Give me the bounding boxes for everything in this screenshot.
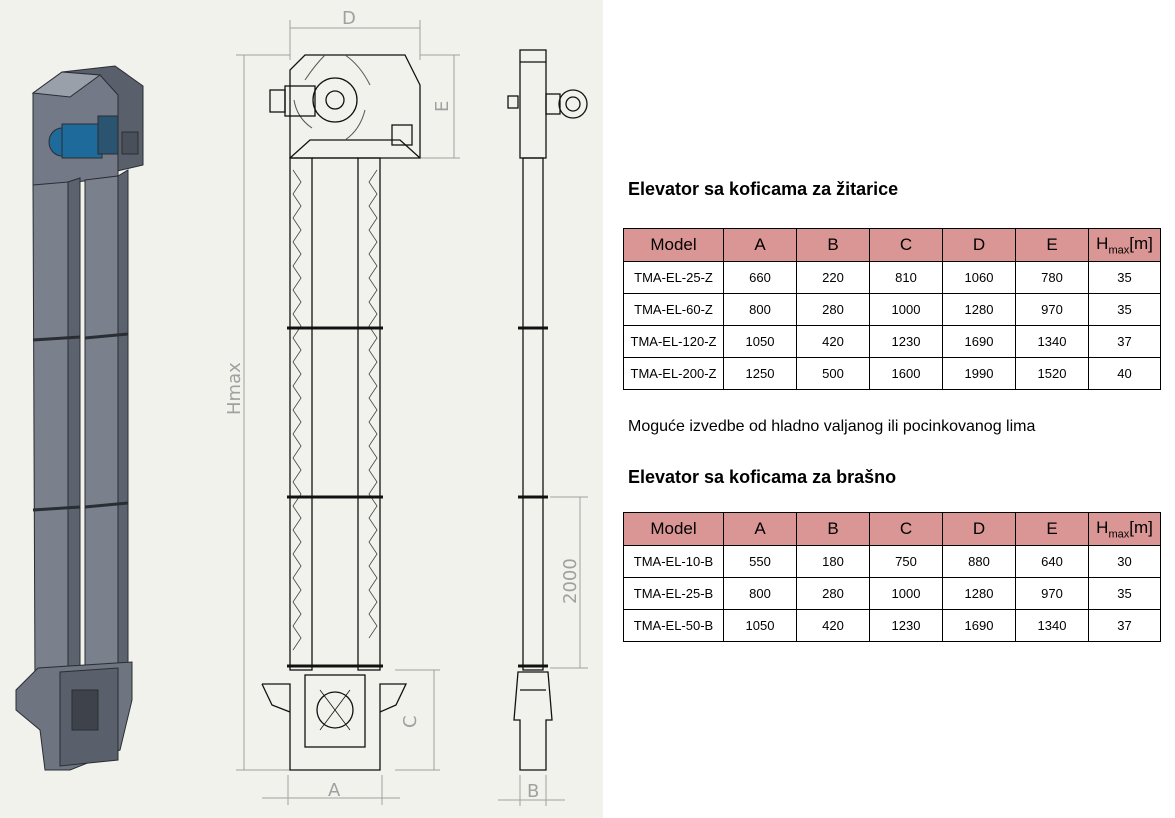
col-header-d: D [942,512,1016,546]
table-row: TMA-EL-50-B 1050 420 1230 1690 1340 37 [623,609,1161,642]
col-header-c: C [869,512,943,546]
col-header-c: C [869,228,943,262]
cell-a: 800 [723,293,797,326]
dim-label-2000: 2000 [560,558,581,604]
cell-c: 1000 [869,293,943,326]
dim-label-c: C [400,715,421,728]
cell-a: 1050 [723,325,797,358]
flour-elevator-title: Elevator sa koficama za brašno [628,467,897,487]
cell-b: 280 [796,293,870,326]
dim-label-b: B [527,781,539,802]
table-row: TMA-EL-120-Z 1050 420 1230 1690 1340 37 [623,325,1161,358]
dim-label-e: E [432,101,453,112]
cell-e: 1340 [1015,325,1089,358]
cell-c: 1230 [869,325,943,358]
cell-d: 1060 [942,261,1016,294]
cell-hmax: 35 [1088,293,1161,326]
cell-hmax: 30 [1088,545,1161,578]
cell-b: 180 [796,545,870,578]
cell-e: 780 [1015,261,1089,294]
cell-a: 660 [723,261,797,294]
cell-hmax: 37 [1088,325,1161,358]
cell-c: 810 [869,261,943,294]
cell-a: 1250 [723,357,797,390]
cell-c: 1230 [869,609,943,642]
cell-model: TMA-EL-50-B [623,609,724,642]
cell-a: 1050 [723,609,797,642]
material-note: Moguće izvedbe od hladno valjanog ili po… [628,418,1036,435]
cell-model: TMA-EL-60-Z [623,293,724,326]
table-header-row: Model A B C D E Hmax[m] [623,228,1161,262]
isometric-elevator-view [15,65,144,771]
cell-e: 1520 [1015,357,1089,390]
cell-a: 550 [723,545,797,578]
cell-model: TMA-EL-25-B [623,577,724,610]
flour-elevator-spec-table: Model A B C D E Hmax[m] TMA-EL-10-B 550 … [623,512,1161,642]
col-header-model: Model [623,512,724,546]
grain-table-body: TMA-EL-25-Z 660 220 810 1060 780 35 TMA-… [623,261,1161,390]
cell-c: 750 [869,545,943,578]
cell-d: 1690 [942,609,1016,642]
table-row: TMA-EL-10-B 550 180 750 880 640 30 [623,545,1161,578]
cell-d: 880 [942,545,1016,578]
cell-hmax: 35 [1088,577,1161,610]
col-header-d: D [942,228,1016,262]
col-header-e: E [1015,228,1089,262]
cell-a: 800 [723,577,797,610]
cell-b: 420 [796,325,870,358]
table-header-row: Model A B C D E Hmax[m] [623,512,1161,546]
grain-elevator-spec-table: Model A B C D E Hmax[m] TMA-EL-25-Z 660 … [623,228,1161,390]
col-header-b: B [796,228,870,262]
front-elevation-view [236,20,460,805]
cell-d: 1280 [942,577,1016,610]
dim-label-d: D [342,8,356,29]
cell-model: TMA-EL-200-Z [623,357,724,390]
bucket-elevator-drawing: D E Hmax C A 2000 B [15,8,588,806]
col-header-e: E [1015,512,1089,546]
cell-hmax: 37 [1088,609,1161,642]
cell-hmax: 35 [1088,261,1161,294]
cell-d: 1690 [942,325,1016,358]
dim-label-a: A [328,780,341,801]
flour-table-body: TMA-EL-10-B 550 180 750 880 640 30 TMA-E… [623,545,1161,642]
col-header-a: A [723,228,797,262]
col-header-hmax: Hmax[m] [1088,512,1161,546]
col-header-b: B [796,512,870,546]
cell-e: 970 [1015,293,1089,326]
cell-b: 220 [796,261,870,294]
cell-model: TMA-EL-10-B [623,545,724,578]
grain-elevator-title: Elevator sa koficama za žitarice [628,179,899,199]
col-header-a: A [723,512,797,546]
cell-hmax: 40 [1088,357,1161,390]
cell-e: 640 [1015,545,1089,578]
cell-e: 970 [1015,577,1089,610]
cell-b: 420 [796,609,870,642]
table-row: TMA-EL-200-Z 1250 500 1600 1990 1520 40 [623,357,1161,390]
cell-b: 280 [796,577,870,610]
cell-d: 1280 [942,293,1016,326]
cell-e: 1340 [1015,609,1089,642]
side-elevation-view [498,49,588,806]
cell-c: 1000 [869,577,943,610]
col-header-model: Model [623,228,724,262]
table-row: TMA-EL-60-Z 800 280 1000 1280 970 35 [623,293,1161,326]
cell-b: 500 [796,357,870,390]
table-row: TMA-EL-25-B 800 280 1000 1280 970 35 [623,577,1161,610]
cell-model: TMA-EL-120-Z [623,325,724,358]
cell-c: 1600 [869,357,943,390]
table-row: TMA-EL-25-Z 660 220 810 1060 780 35 [623,261,1161,294]
cell-model: TMA-EL-25-Z [623,261,724,294]
col-header-hmax: Hmax[m] [1088,228,1161,262]
dim-label-hmax: Hmax [224,362,245,415]
cell-d: 1990 [942,357,1016,390]
technical-drawing-panel: D E Hmax C A 2000 B [0,0,603,818]
